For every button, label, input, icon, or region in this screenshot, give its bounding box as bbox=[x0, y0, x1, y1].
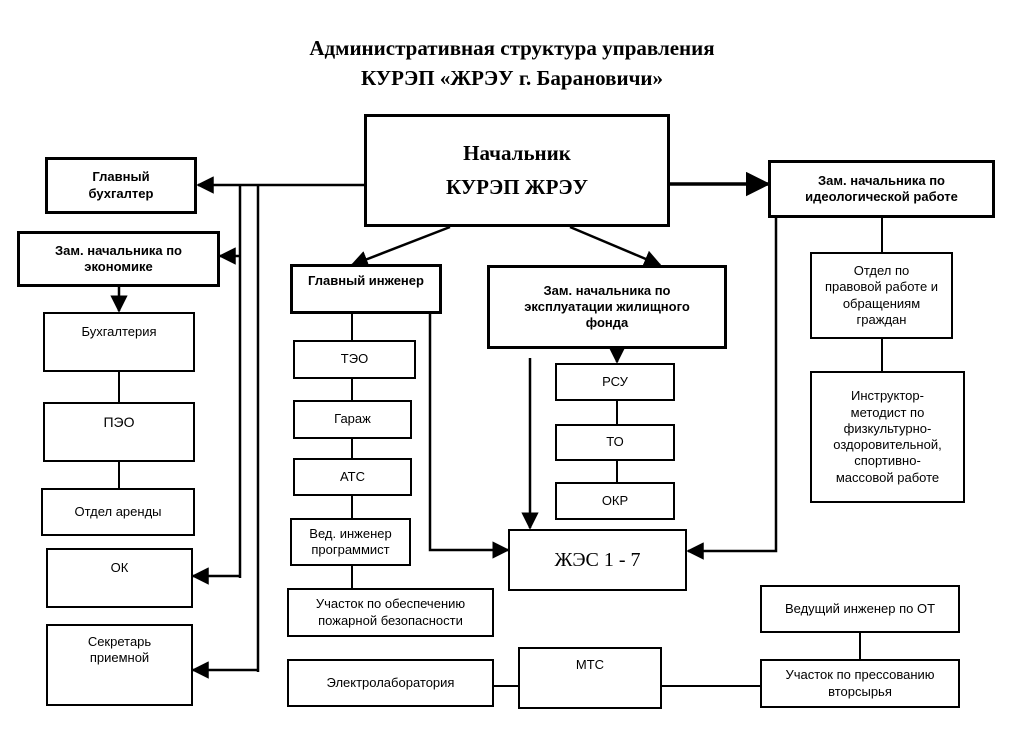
peo-label: ПЭО bbox=[103, 414, 135, 430]
title-line-1: Административная структура управления bbox=[309, 36, 715, 60]
deputy-housing-label: Зам. начальника по эксплуатации жилищног… bbox=[524, 282, 690, 331]
deputy-ideology-box: Зам. начальника по идеологической работе bbox=[768, 160, 995, 218]
deputy-housing-box: Зам. начальника по эксплуатации жилищног… bbox=[487, 265, 727, 349]
secretary-box: Секретарь приемной bbox=[46, 624, 193, 706]
pressing-label: Участок по прессованию вторсырья bbox=[785, 667, 935, 699]
deputy-econ-box: Зам. начальника по экономике bbox=[17, 231, 220, 287]
legal-dept-label: Отдел по правовой работе и обращениям гр… bbox=[824, 263, 939, 327]
rsu-box: РСУ bbox=[555, 363, 675, 401]
ok-label: ОК bbox=[110, 560, 129, 575]
chief-accountant-box: Главный бухгалтер bbox=[45, 157, 197, 214]
teo-label: ТЭО bbox=[340, 351, 369, 367]
lead-programmer-box: Вед. инженер программист bbox=[290, 518, 411, 566]
mts-box: МТС bbox=[518, 647, 662, 709]
head-box: Начальник КУРЭП ЖРЭУ bbox=[364, 114, 670, 227]
lead-engineer-ot-label: Ведущий инженер по ОТ bbox=[784, 600, 936, 616]
lead-engineer-ot-box: Ведущий инженер по ОТ bbox=[760, 585, 960, 633]
accounting-label: Бухгалтерия bbox=[81, 324, 157, 339]
teo-box: ТЭО bbox=[293, 340, 416, 379]
deputy-ideology-label: Зам. начальника по идеологической работе bbox=[805, 172, 958, 204]
zhes-box: ЖЭС 1 - 7 bbox=[508, 529, 687, 591]
instructor-label: Инструктор- методист по физкультурно- оз… bbox=[833, 388, 942, 485]
deputy-econ-label: Зам. начальника по экономике bbox=[55, 242, 182, 274]
legal-dept-box: Отдел по правовой работе и обращениям гр… bbox=[810, 252, 953, 339]
to-box: ТО bbox=[555, 424, 675, 461]
peo-box: ПЭО bbox=[43, 402, 195, 462]
accounting-box: Бухгалтерия bbox=[43, 312, 195, 372]
head-subtitle: КУРЭП ЖРЭУ bbox=[445, 174, 589, 199]
rent-box: Отдел аренды bbox=[41, 488, 195, 536]
ats-label: АТС bbox=[340, 468, 365, 484]
instructor-box: Инструктор- методист по физкультурно- оз… bbox=[810, 371, 965, 503]
ok-box: ОК bbox=[46, 548, 193, 608]
garage-label: Гараж bbox=[334, 411, 371, 427]
rent-label: Отдел аренды bbox=[74, 503, 162, 519]
lead-programmer-label: Вед. инженер программист bbox=[309, 525, 392, 557]
mts-label: МТС bbox=[575, 657, 605, 672]
ats-box: АТС bbox=[293, 458, 412, 496]
pressing-box: Участок по прессованию вторсырья bbox=[760, 659, 960, 708]
title-line-2: КУРЭП «ЖРЭУ г. Барановичи» bbox=[360, 66, 664, 90]
zhes-label: ЖЭС 1 - 7 bbox=[554, 548, 641, 571]
to-label: ТО bbox=[606, 434, 624, 450]
chief-engineer-label: Главный инженер bbox=[308, 273, 424, 288]
electrolab-box: Электролаборатория bbox=[287, 659, 494, 707]
fire-safety-label: Участок по обеспечению пожарной безопасн… bbox=[315, 596, 466, 628]
garage-box: Гараж bbox=[293, 400, 412, 439]
fire-safety-box: Участок по обеспечению пожарной безопасн… bbox=[287, 588, 494, 637]
rsu-label: РСУ bbox=[602, 373, 628, 389]
okr-box: ОКР bbox=[555, 482, 675, 520]
secretary-label: Секретарь приемной bbox=[87, 634, 152, 666]
electrolab-label: Электролаборатория bbox=[326, 674, 455, 690]
chief-engineer-box: Главный инженер bbox=[290, 264, 442, 314]
okr-label: ОКР bbox=[601, 492, 629, 508]
chief-accountant-label: Главный бухгалтер bbox=[88, 169, 154, 201]
head-title: Начальник bbox=[463, 140, 571, 165]
